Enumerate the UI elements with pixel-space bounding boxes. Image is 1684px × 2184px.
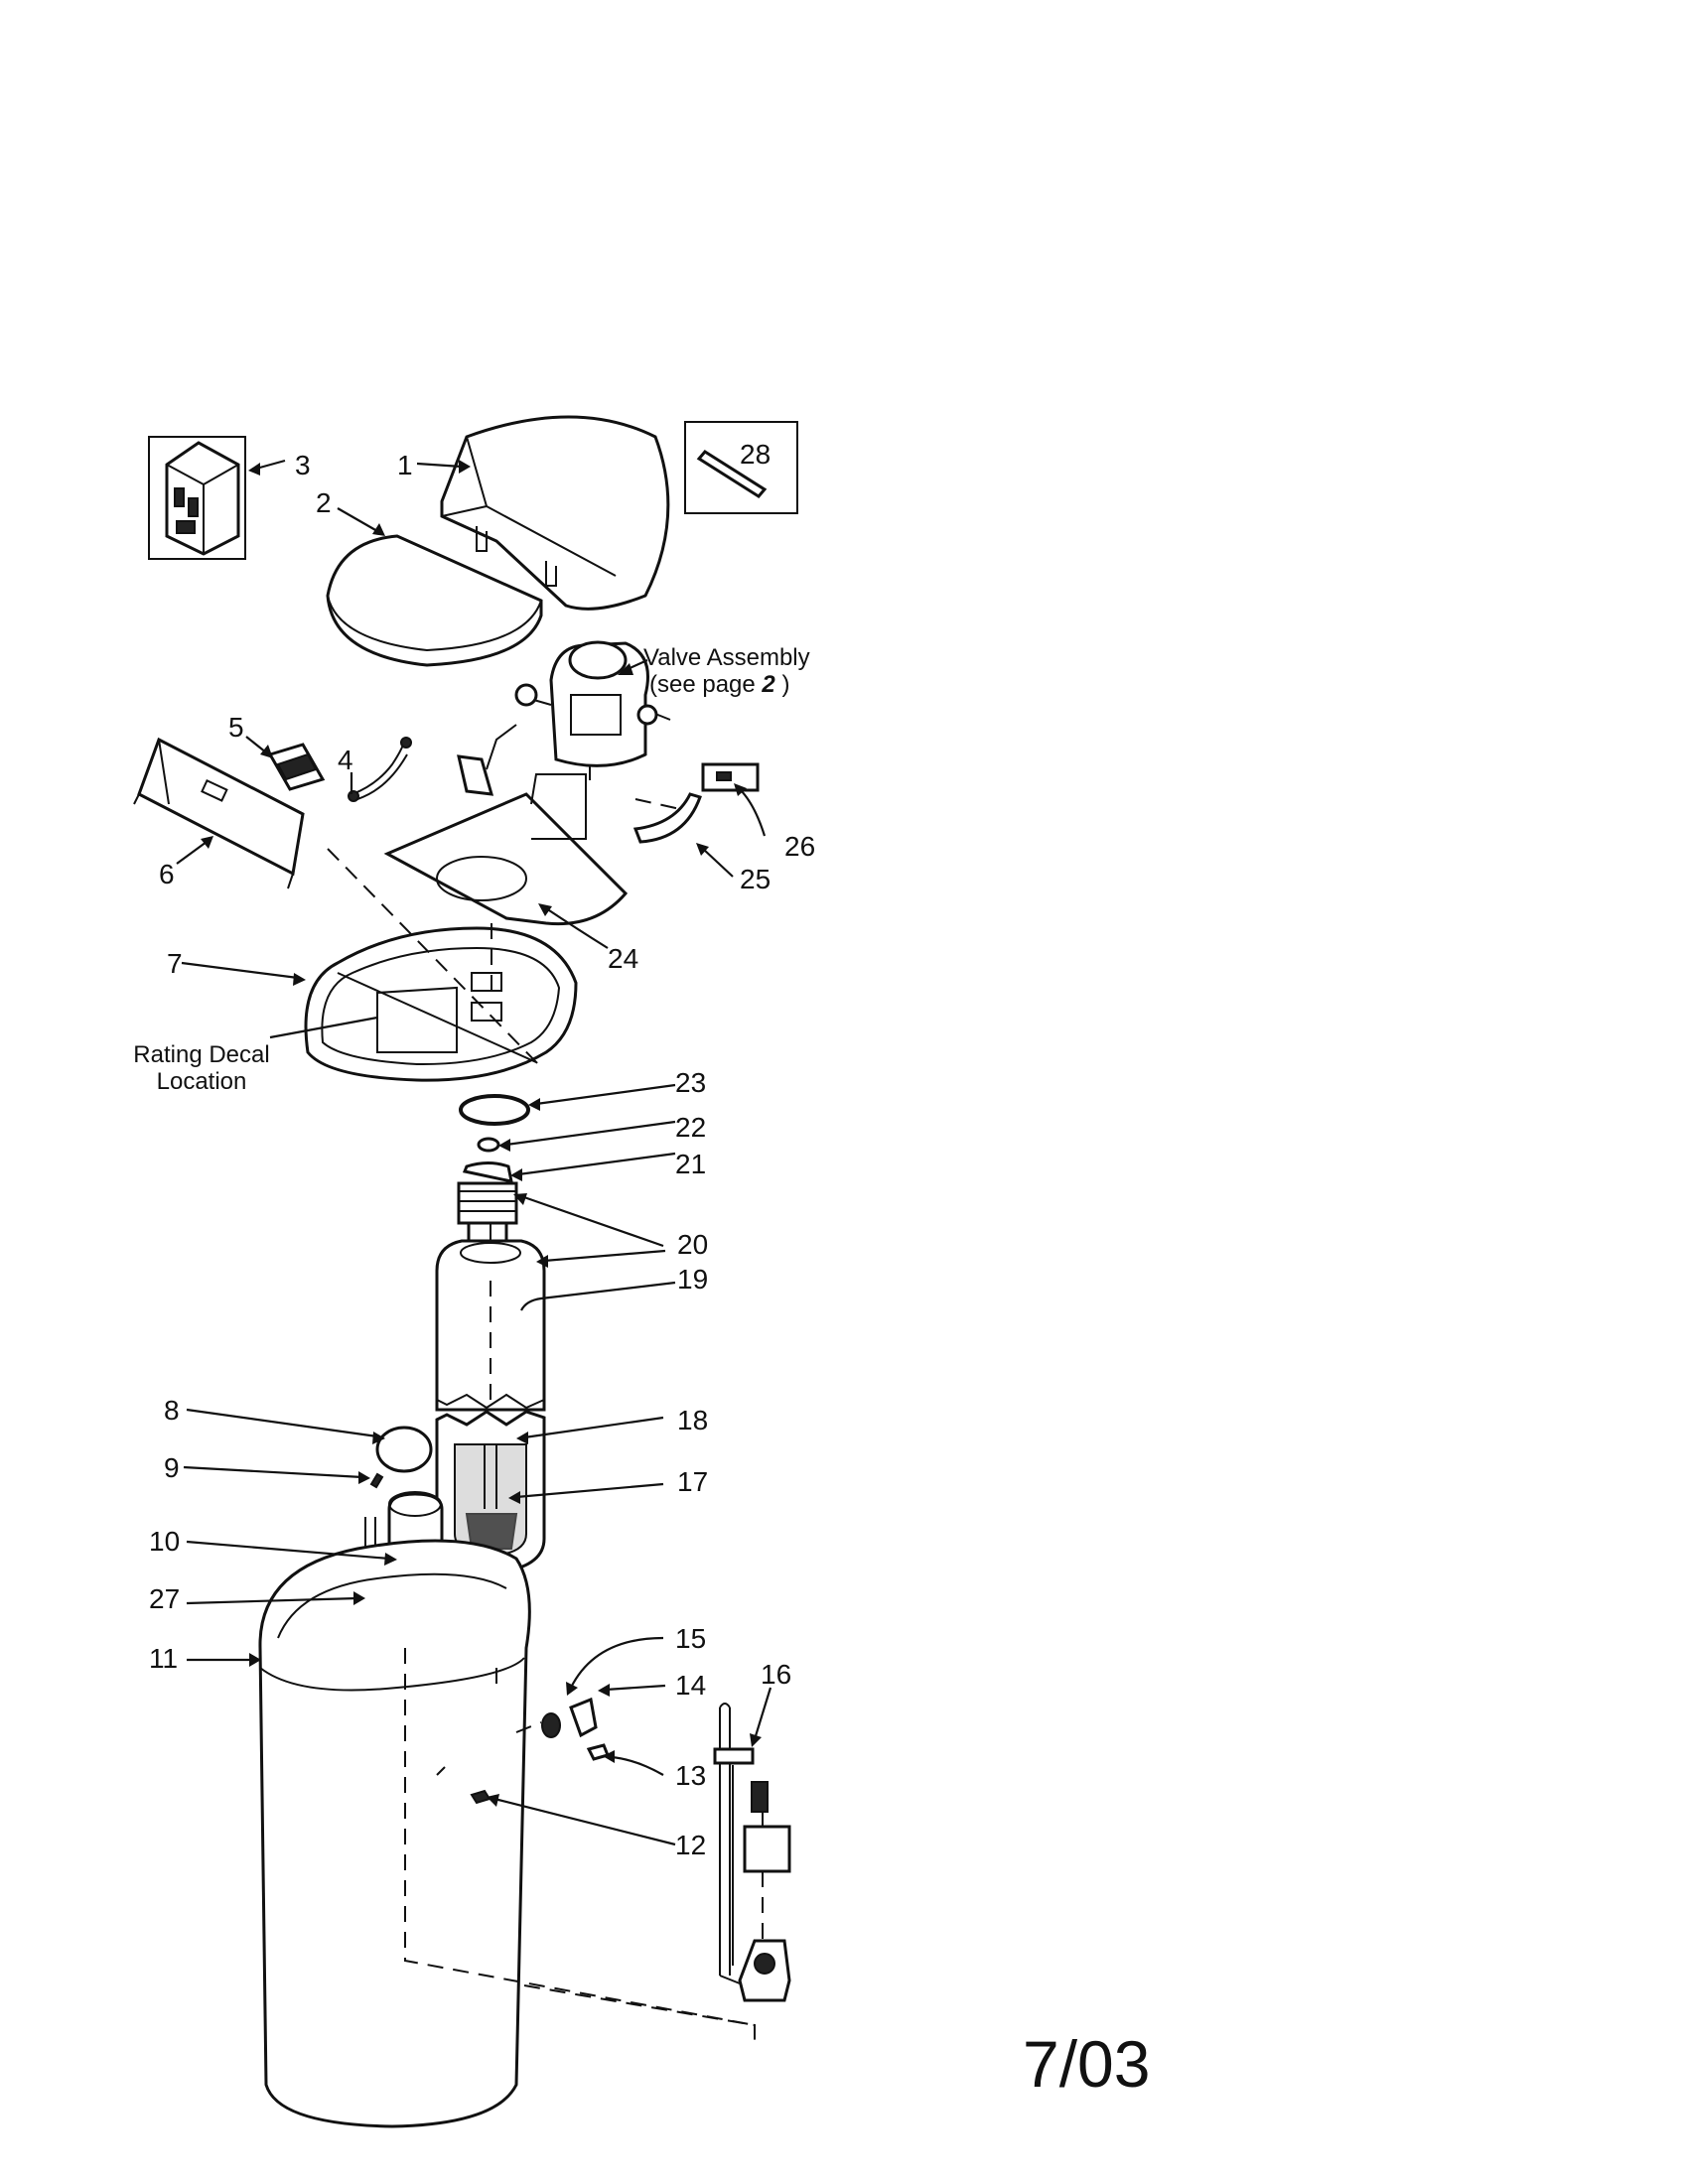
label-22: 22 (675, 1112, 706, 1143)
label-13: 13 (675, 1760, 706, 1791)
label-5: 5 (228, 712, 244, 743)
label-20: 20 (677, 1229, 708, 1260)
label-8: 8 (164, 1395, 180, 1426)
label-26: 26 (784, 831, 815, 862)
label-2: 2 (316, 487, 332, 518)
cap-part-8 (375, 1426, 433, 1473)
wire-harness-part-4 (348, 737, 412, 802)
label-19: 19 (677, 1264, 708, 1295)
label-11: 11 (149, 1643, 178, 1674)
o-ring-part-22 (477, 1137, 500, 1153)
label-28: 28 (740, 439, 771, 470)
label-23: 23 (675, 1067, 706, 1098)
bracket-part-small (457, 754, 494, 796)
valve-assembly-note: Valve Assembly (see page 2 ) (643, 644, 810, 698)
label-21: 21 (675, 1149, 706, 1179)
resin-tank-part-19 (435, 1223, 546, 1412)
label-9: 9 (164, 1452, 180, 1483)
label-12: 12 (675, 1830, 706, 1860)
label-14: 14 (675, 1670, 706, 1701)
plug-mark (436, 1766, 446, 1776)
o-ring-part-23 (459, 1094, 530, 1126)
label-15: 15 (675, 1623, 706, 1654)
label-6: 6 (159, 859, 175, 889)
cover-plate-part-24 (383, 792, 629, 926)
adapter-part-21-20 (457, 1161, 518, 1243)
label-3: 3 (295, 450, 311, 480)
transformer-part-3 (148, 436, 246, 560)
leader-lines (176, 459, 772, 1846)
cover-part-1 (440, 415, 670, 611)
label-17: 17 (677, 1466, 708, 1497)
elbow-part-14-15 (541, 1697, 598, 1738)
faceplate-part-6 (133, 737, 305, 889)
tank-cover-part-7 (304, 926, 578, 1082)
label-1: 1 (397, 450, 413, 480)
label-25: 25 (740, 864, 771, 894)
part-labels: 3 1 2 28 5 4 6 7 26 25 24 23 22 21 20 19… (149, 439, 815, 1860)
rating-note-line2: Location (157, 1068, 247, 1095)
label-4: 4 (338, 745, 353, 775)
label-18: 18 (677, 1405, 708, 1435)
valve-outline (530, 773, 587, 840)
circuit-board-part-5 (267, 743, 326, 791)
label-16: 16 (761, 1659, 791, 1690)
salt-lid-part-2 (326, 534, 543, 667)
valve-note-line2: (see page 2 ) (649, 671, 789, 698)
revision-date: 7/03 (1023, 2027, 1150, 2101)
part-9 (369, 1472, 384, 1489)
resin-tank-cutaway-part-18-17 (435, 1410, 546, 1575)
salt-tank-part-11 (258, 1539, 531, 2128)
valve-note-line1: Valve Assembly (643, 644, 810, 671)
label-10: 10 (149, 1526, 180, 1557)
valve-note-page: 2 (761, 671, 775, 698)
strap-part-25 (632, 792, 702, 844)
assembly-guide-lines (327, 764, 764, 2045)
rating-note-line1: Rating Decal (133, 1041, 269, 1068)
rating-decal-note: Rating Decal Location (133, 1041, 269, 1095)
clip-part-26 (701, 762, 760, 792)
brine-float-assembly-part-16 (713, 1703, 791, 2002)
label-27: 27 (149, 1583, 180, 1614)
label-24: 24 (608, 943, 638, 974)
label-7: 7 (167, 948, 183, 979)
part-28-box (684, 421, 798, 514)
